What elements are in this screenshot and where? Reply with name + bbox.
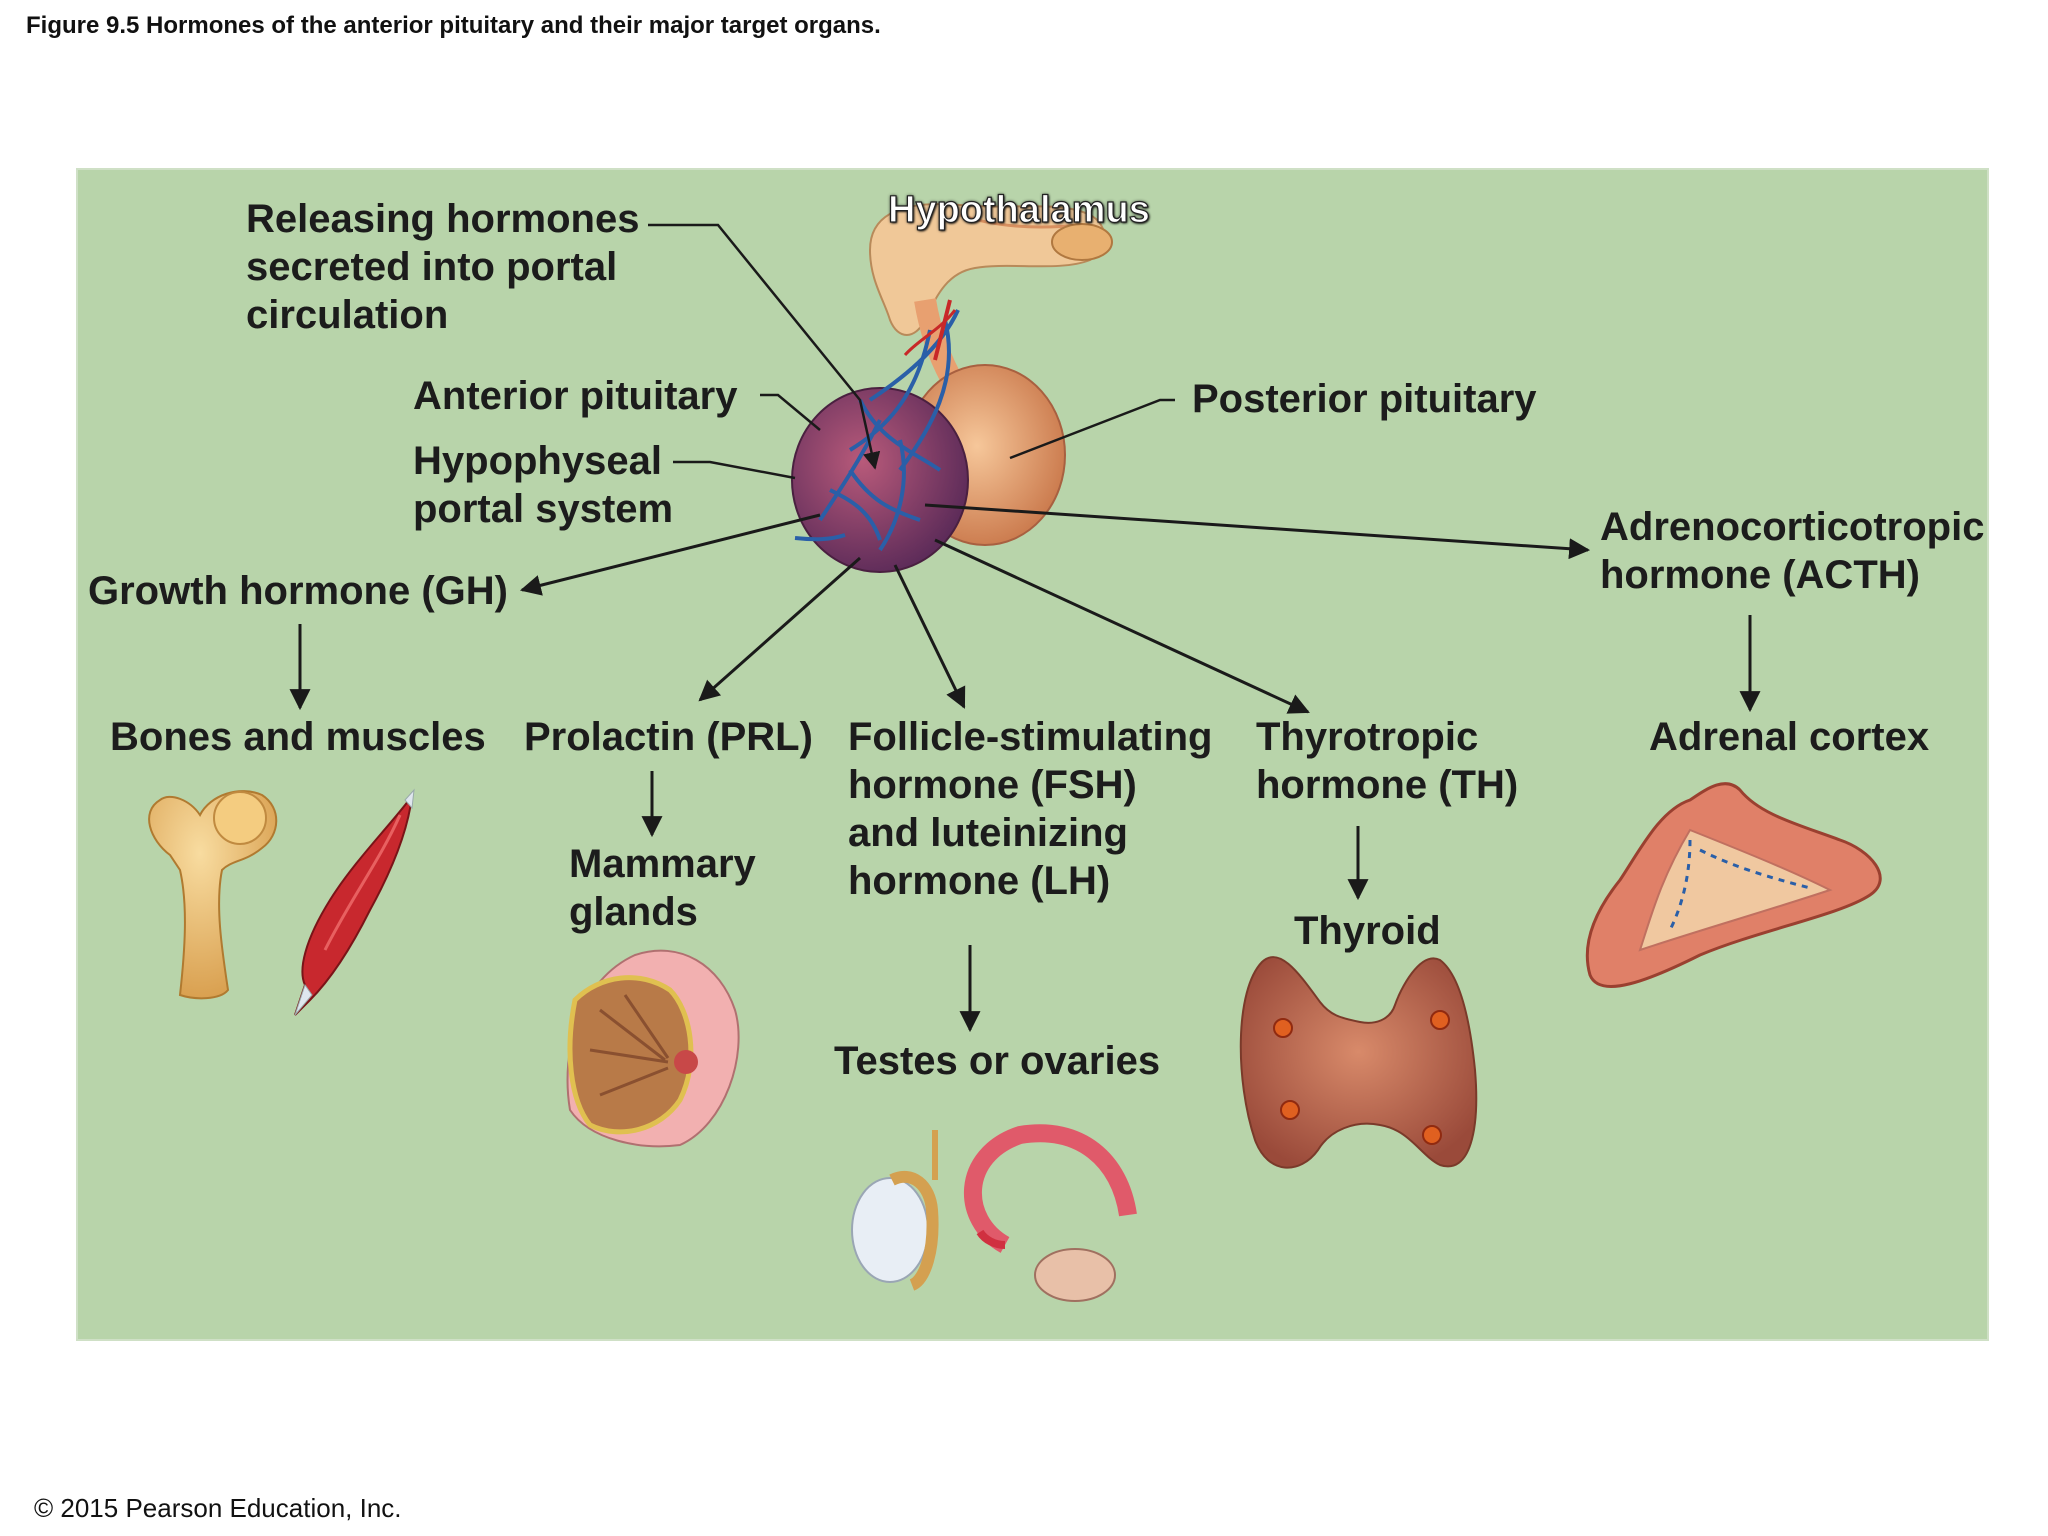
figure-caption: Figure 9.5 Hormones of the anterior pitu… <box>26 12 881 39</box>
label-acth: Adrenocorticotropic hormone (ACTH) <box>1600 505 1985 597</box>
label-adrenal-cortex: Adrenal cortex <box>1649 715 1930 759</box>
label-testes-or-ovaries: Testes or ovaries <box>834 1039 1161 1083</box>
label-hypothalamus: Hypothalamus <box>887 188 1150 231</box>
muscle-icon <box>294 788 415 1016</box>
ovary-icon <box>964 1124 1137 1302</box>
label-prolactin: Prolactin (PRL) <box>524 715 813 759</box>
mammary-gland-icon <box>566 949 740 1148</box>
label-growth-hormone: Growth hormone (GH) <box>88 569 508 613</box>
label-posterior-pituitary: Posterior pituitary <box>1192 377 1537 421</box>
pituitary-illustration <box>791 298 1066 573</box>
label-bones-and-muscles: Bones and muscles <box>110 715 486 759</box>
label-hypophyseal-portal-system: Hypophyseal portal system <box>413 439 674 531</box>
label-anterior-pituitary: Anterior pituitary <box>413 374 738 418</box>
testis-icon <box>851 1130 939 1291</box>
label-mammary-glands: Mammary glands <box>569 842 756 934</box>
thyroid-icon <box>1239 956 1478 1169</box>
label-thyrotropic-hormone: Thyrotropic hormone (TH) <box>1256 715 1519 807</box>
label-leader-lines <box>648 223 1175 480</box>
adrenal-gland-icon <box>1585 782 1882 988</box>
label-fsh-lh: Follicle-stimulating hormone (FSH) and l… <box>848 715 1213 903</box>
bone-icon <box>148 790 278 1000</box>
hormone-arrows <box>289 503 1761 1033</box>
diagram-panel <box>76 168 1989 1341</box>
label-releasing-hormones: Releasing hormones secreted into portal … <box>246 197 640 337</box>
label-thyroid: Thyroid <box>1294 909 1441 953</box>
copyright-notice: © 2015 Pearson Education, Inc. <box>34 1493 402 1523</box>
